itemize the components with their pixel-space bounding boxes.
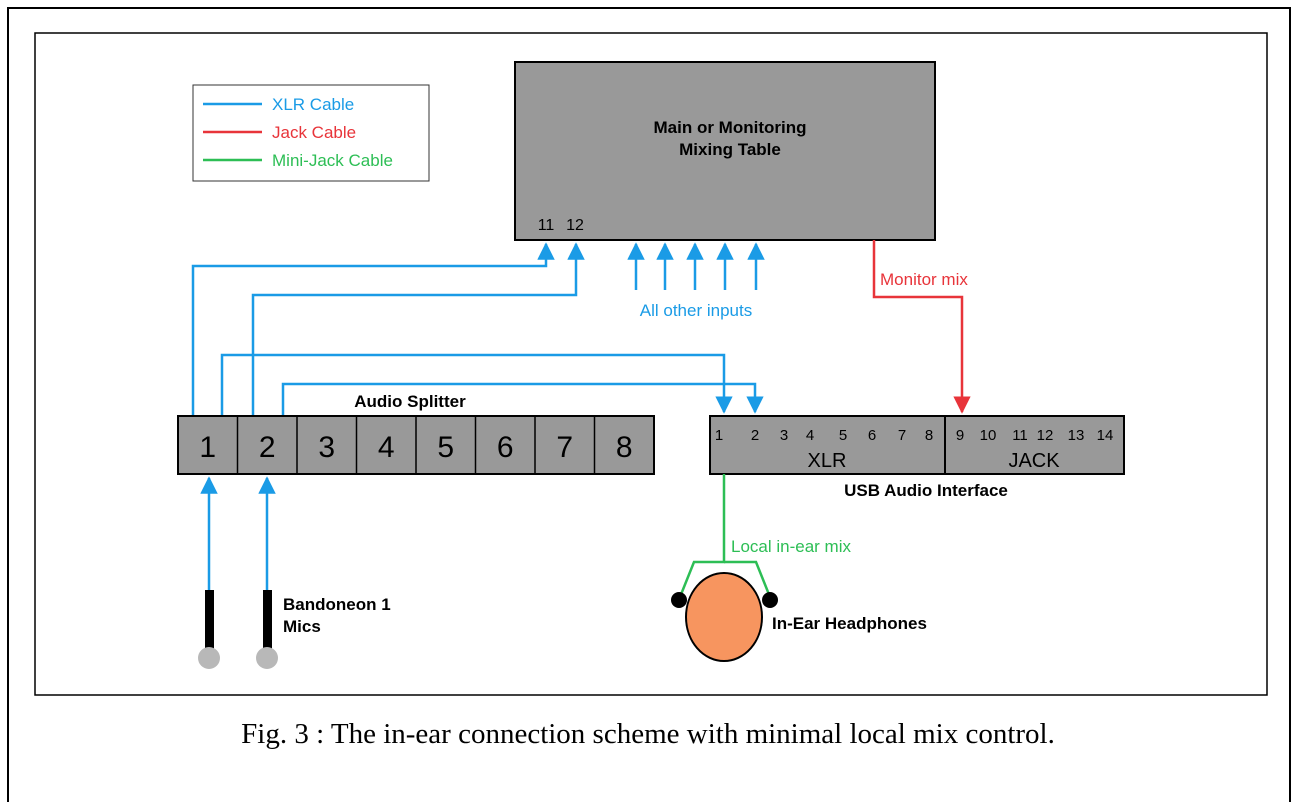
interface-xlr-input-7: 7 xyxy=(898,427,906,444)
xlr-cable-splitter2-to-mixer12 xyxy=(251,242,585,416)
interface-jack-input-10: 10 xyxy=(980,427,997,444)
interface-jack-input-14: 14 xyxy=(1097,427,1114,444)
minijack-cable-right-ear xyxy=(724,560,772,598)
xlr-cable-splitter1-to-interface1 xyxy=(220,353,733,416)
splitter-channel-4: 4 xyxy=(378,431,395,464)
audio-splitter-title: Audio Splitter xyxy=(354,392,466,411)
mics-label-line2: Mics xyxy=(283,617,321,636)
splitter-channel-1: 1 xyxy=(199,431,216,464)
legend-xlr-label: XLR Cable xyxy=(272,95,354,114)
audio-splitter: Audio Splitter 1 2 3 4 5 6 7 8 xyxy=(177,392,655,475)
interface-jack-input-11: 11 xyxy=(1012,427,1028,444)
splitter-channel-2: 2 xyxy=(259,431,276,464)
mic1-body xyxy=(205,590,214,650)
mixer-input-11-label: 11 xyxy=(538,217,555,234)
mixing-table-title-line2: Mixing Table xyxy=(679,140,781,159)
splitter-channel-3: 3 xyxy=(318,431,335,464)
legend-minijack-label: Mini-Jack Cable xyxy=(272,151,393,170)
mic2-body xyxy=(263,590,272,650)
interface-jack-label: JACK xyxy=(1008,450,1060,472)
right-earpiece xyxy=(762,592,778,608)
interface-jack-input-12: 12 xyxy=(1037,427,1054,444)
other-inputs-arrows: All other inputs xyxy=(627,242,765,320)
xlr-cable-splitter1-to-mixer11 xyxy=(191,242,555,416)
local-mix-cable: Local in-ear mix xyxy=(678,474,851,598)
figure-caption: Fig. 3 : The in-ear connection scheme wi… xyxy=(241,718,1055,750)
jack-cable-monitor-mix xyxy=(872,240,971,414)
mics-label-line1: Bandoneon 1 xyxy=(283,595,391,614)
mixing-table: Main or Monitoring Mixing Table 11 12 xyxy=(514,61,936,241)
interface-xlr-input-8: 8 xyxy=(925,427,933,444)
mixing-table-box xyxy=(514,61,936,241)
splitter-channel-5: 5 xyxy=(437,431,454,464)
xlr-cable-splitter2-to-interface2 xyxy=(281,382,764,416)
minijack-cable-to-headphones xyxy=(678,474,726,598)
usb-interface-title: USB Audio Interface xyxy=(844,481,1008,500)
mixer-input-12-label: 12 xyxy=(566,217,584,234)
mic1-head xyxy=(198,647,220,669)
interface-xlr-input-6: 6 xyxy=(868,427,876,444)
splitter-channel-8: 8 xyxy=(616,431,633,464)
in-ear-headphones: In-Ear Headphones xyxy=(671,572,927,662)
diagram-frame xyxy=(34,32,1268,696)
interface-jack-input-9: 9 xyxy=(956,427,964,444)
head xyxy=(685,572,763,662)
interface-xlr-input-4: 4 xyxy=(806,427,814,444)
interface-jack-section xyxy=(944,415,1125,475)
local-mix-label: Local in-ear mix xyxy=(731,537,851,556)
splitter-channel-6: 6 xyxy=(497,431,514,464)
monitor-mix-label: Monitor mix xyxy=(880,270,968,289)
interface-jack-input-13: 13 xyxy=(1068,427,1085,444)
outer-frame xyxy=(7,7,1291,802)
mixing-table-title-line1: Main or Monitoring xyxy=(654,118,807,137)
microphones: Bandoneon 1 Mics xyxy=(198,476,391,669)
interface-xlr-input-1: 1 xyxy=(715,427,723,444)
other-inputs-label: All other inputs xyxy=(640,301,752,320)
interface-xlr-label: XLR xyxy=(808,450,847,472)
mic2-head xyxy=(256,647,278,669)
interface-xlr-input-2: 2 xyxy=(751,427,759,444)
splitter-channel-7: 7 xyxy=(556,431,573,464)
headphones-label: In-Ear Headphones xyxy=(772,614,927,633)
interface-xlr-input-5: 5 xyxy=(839,427,847,444)
left-earpiece xyxy=(671,592,687,608)
legend-jack-label: Jack Cable xyxy=(272,123,356,142)
interface-xlr-input-3: 3 xyxy=(780,427,788,444)
legend: XLR Cable Jack Cable Mini-Jack Cable xyxy=(192,84,430,182)
